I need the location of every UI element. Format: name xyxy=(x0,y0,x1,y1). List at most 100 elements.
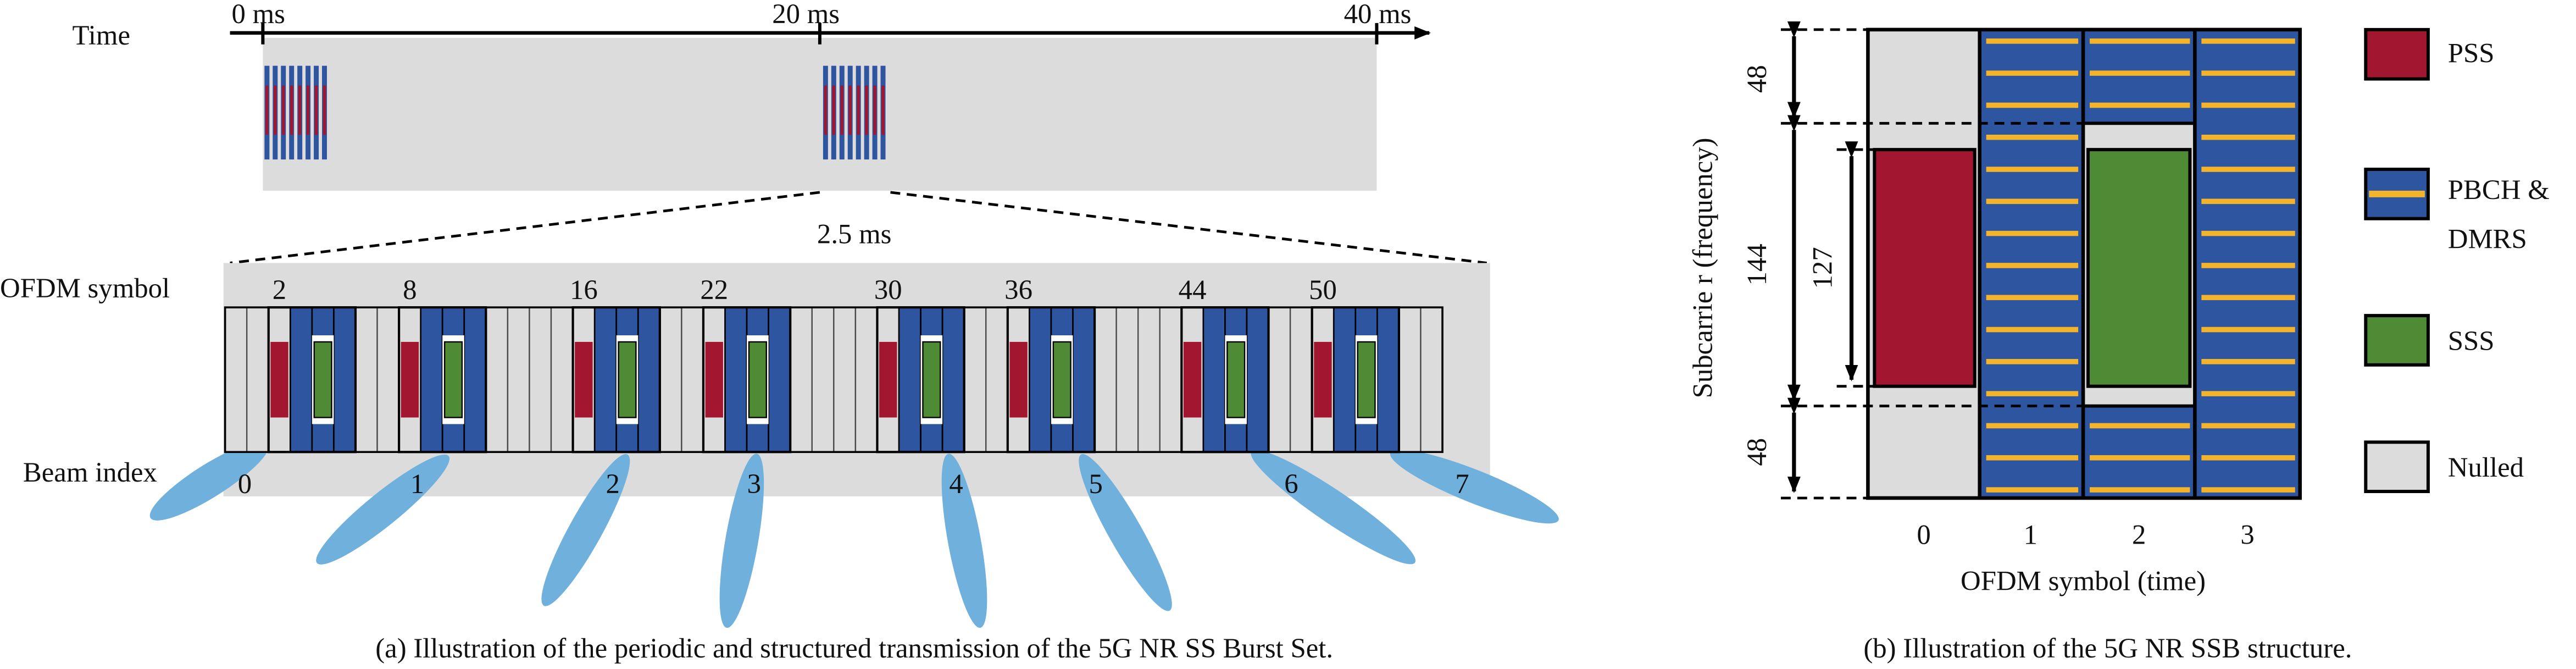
beam-index-7: 7 xyxy=(1455,468,1469,499)
legend: PSS PBCH & DMRS SSS Nulled xyxy=(2364,27,2550,494)
ssb-sss xyxy=(443,341,463,418)
mini-ssb-pss xyxy=(298,85,302,135)
ssb-pbch-symbol xyxy=(420,306,443,453)
mini-ssb-pss xyxy=(881,85,885,135)
x-tick-3: 3 xyxy=(2240,519,2254,550)
x-tick-1: 1 xyxy=(2024,519,2038,550)
ofdm-grid-outline xyxy=(224,306,1444,454)
ssb-start-symbol-label: 8 xyxy=(403,274,417,305)
ofdm-symbol-empty xyxy=(1093,306,1117,453)
ssb-block-0 xyxy=(267,306,357,454)
ssb-sss xyxy=(313,341,332,418)
ofdm-symbol-empty xyxy=(1268,306,1291,453)
ssb-pbch-symbol xyxy=(1029,306,1052,453)
ssb-start-symbol-label: 30 xyxy=(874,274,902,305)
ssb-pbch-symbol xyxy=(1072,306,1096,453)
mini-ssb-pss xyxy=(282,85,285,135)
mini-ssb-pss xyxy=(274,85,277,135)
mini-ssb-pss xyxy=(265,85,269,135)
timeline-background xyxy=(263,37,1377,191)
ofdm-symbol-empty xyxy=(1115,306,1139,453)
beam-index-label: Beam index xyxy=(23,457,157,488)
ssb-block-6 xyxy=(1180,306,1270,454)
beam-lobe-3 xyxy=(719,454,764,628)
ssb-start-symbol-label: 2 xyxy=(273,274,286,305)
dim-inner-label: 127 xyxy=(1807,247,1838,289)
ssb-block-7 xyxy=(1311,306,1401,454)
ssb-pss xyxy=(1314,341,1332,418)
ssb-start-symbol-label: 22 xyxy=(700,274,728,305)
panel-a: Time 0 ms 20 ms 40 ms 2.5 ms OFDM symbol… xyxy=(0,0,1559,664)
ssb-pss xyxy=(401,341,419,418)
ofdm-symbol-empty xyxy=(485,306,509,453)
ofdm-symbol-empty xyxy=(550,306,574,453)
tick-20-label: 20 ms xyxy=(772,0,840,29)
ofdm-symbol-empty xyxy=(507,306,530,453)
pss-block xyxy=(1873,148,1977,388)
ssb-grid-lines xyxy=(1866,27,2302,500)
ofdm-symbol-empty xyxy=(659,306,682,453)
x-tick-2: 2 xyxy=(2132,519,2146,550)
ssb-pbch-symbol xyxy=(593,306,618,453)
ssb-pbch-symbol xyxy=(333,306,357,453)
beam-lobe-4 xyxy=(941,454,987,628)
ofdm-symbol-empty xyxy=(376,306,400,453)
ssb-block-2 xyxy=(571,306,661,454)
legend-sss-swatch xyxy=(2364,314,2430,367)
mini-ssb-pss xyxy=(323,85,326,135)
ofdm-symbol-empty xyxy=(854,306,878,453)
ofdm-symbol-empty xyxy=(1137,306,1161,453)
ofdm-symbol-empty xyxy=(1289,306,1313,453)
ssb-block-1 xyxy=(398,306,487,454)
dim-top-label: 48 xyxy=(1741,65,1772,93)
mini-ssb-pss xyxy=(314,85,318,135)
ssb-sss xyxy=(748,341,767,418)
ssb-pbch-symbol xyxy=(289,306,313,453)
ssb-start-symbol-label: 36 xyxy=(1004,274,1032,305)
ssb-block-4 xyxy=(876,306,965,454)
beam-lobe-0 xyxy=(149,441,269,521)
beam-index-3: 3 xyxy=(747,468,761,499)
beam-lobe-6 xyxy=(1251,450,1416,565)
time-label: Time xyxy=(73,20,130,51)
mini-ssb-pss xyxy=(824,85,828,135)
ofdm-symbol-empty xyxy=(354,306,378,453)
ssb-pbch-symbol xyxy=(941,306,965,453)
beam-index-2: 2 xyxy=(606,468,619,499)
ssb-sss xyxy=(922,341,941,418)
ofdm-symbol-empty xyxy=(985,306,1009,453)
ssb-pss xyxy=(270,341,288,418)
ssb-pbch-symbol xyxy=(724,306,748,453)
ssb-pbch-symbol xyxy=(1333,306,1357,453)
ssb-pbch-symbol xyxy=(768,306,791,453)
ofdm-symbol-empty xyxy=(1398,306,1422,453)
ssb-start-symbol-label: 44 xyxy=(1179,274,1207,305)
x-tick-0: 0 xyxy=(1917,519,1930,550)
y-axis-label: Subcarrie r (frequency) xyxy=(1687,137,1718,398)
caption-b: (b) Illustration of the 5G NR SSB struct… xyxy=(1863,633,2352,664)
legend-pbch-label-1: PBCH & xyxy=(2448,174,2550,205)
beam-lobe-5 xyxy=(1079,454,1172,611)
ofdm-symbol-empty xyxy=(1420,306,1444,453)
ofdm-symbol-empty xyxy=(833,306,857,453)
sss-block xyxy=(2086,148,2192,388)
mini-ssb-pss xyxy=(840,85,843,135)
ofdm-symbol-empty xyxy=(1159,306,1182,453)
ssb-pbch-symbol xyxy=(637,306,661,453)
ofdm-symbol-empty xyxy=(811,306,835,453)
legend-pss-label: PSS xyxy=(2448,38,2495,69)
beam-index-6: 6 xyxy=(1284,468,1298,499)
beam-lobe-7 xyxy=(1390,449,1559,524)
ofdm-symbol-grid xyxy=(224,306,1444,454)
ssb-pss xyxy=(705,341,723,418)
ss-burst-0ms xyxy=(264,65,327,160)
zoom-line-right xyxy=(890,191,1487,264)
pbch-symbol-2-bottom xyxy=(2083,406,2195,498)
legend-pbch-label-2: DMRS xyxy=(2448,224,2527,255)
ofdm-symbol-empty xyxy=(246,306,269,453)
dim-mid-label: 144 xyxy=(1741,244,1772,285)
tick-0-label: 0 ms xyxy=(232,0,285,29)
ss-burst-20ms xyxy=(823,65,886,160)
